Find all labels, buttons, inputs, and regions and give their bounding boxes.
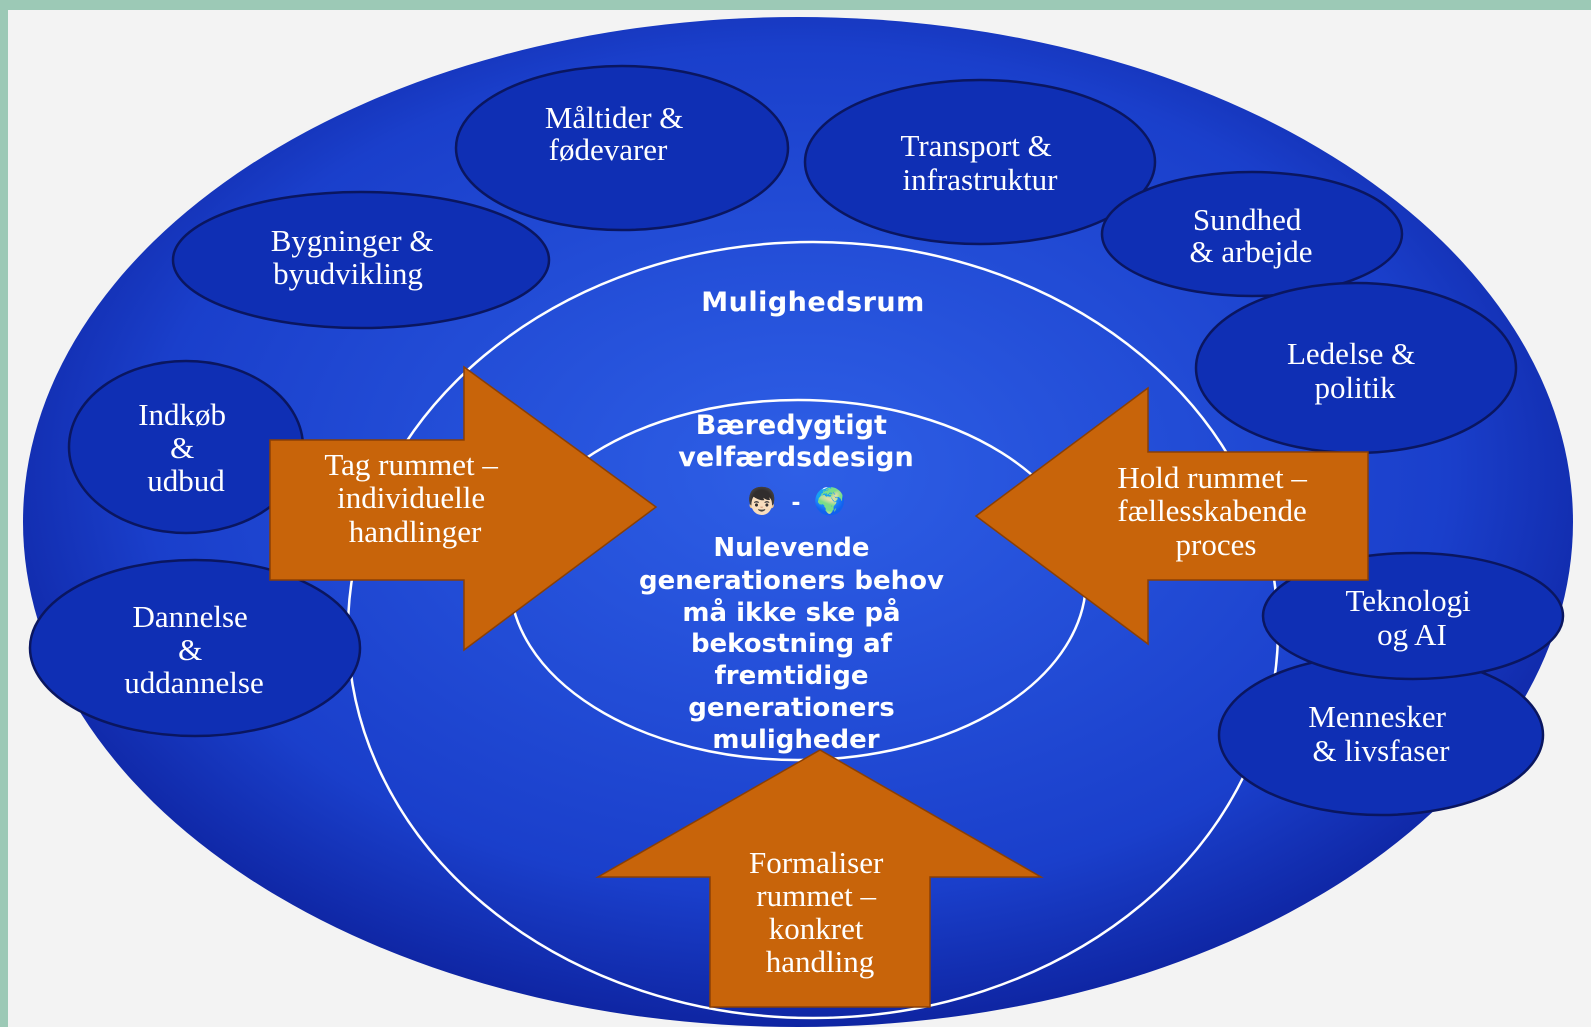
- arrow-text: fællesskabende: [1117, 493, 1306, 528]
- diagram-canvas: Mulighedsrum Bæredygtigt velfærdsdesign …: [8, 10, 1591, 1027]
- topic-bubble-dannelse: Dannelse & uddannelse: [28, 558, 362, 738]
- svg-text:Sundhed & arbejde: Sundhed & arbejde: [1189, 202, 1312, 269]
- arrow-text: handling: [766, 944, 875, 979]
- topic-bubble-text: politik: [1315, 370, 1396, 405]
- person-icon: 👦🏻: [746, 486, 778, 516]
- arrow-formaliser-rummet: Formaliser rummet – konkret handling: [595, 749, 1044, 1008]
- svg-text:Hold rummet – fællesskab: Hold rummet – fællesskabende proces: [1117, 460, 1314, 562]
- center-title-line: velfærdsdesign: [678, 442, 913, 473]
- topic-bubble-text: uddannelse: [124, 665, 263, 700]
- topic-bubble-mennesker: Mennesker & livsfaser: [1217, 653, 1545, 817]
- center-body-line: fremtidige: [714, 661, 868, 691]
- arrow-text: handlinger: [349, 514, 482, 549]
- arrow-text: rummet –: [756, 878, 876, 913]
- arrow-text: Formaliser: [749, 845, 884, 880]
- topic-bubble-text: & livsfaser: [1313, 733, 1451, 768]
- topic-bubble-text: Måltider &: [545, 100, 684, 135]
- arrow-text: individuelle: [337, 480, 485, 515]
- svg-text:Måltider & fødevarer: Måltider & fødevarer: [545, 100, 691, 167]
- svg-text:Ledelse & politik: Ledelse & politik: [1287, 336, 1423, 405]
- topic-bubble-text: Indkøb: [138, 397, 226, 432]
- topic-bubble-bygninger: Bygninger & byudvikling: [171, 190, 551, 330]
- svg-text:Formaliser rummet –: Formaliser rummet – konkret handling: [749, 845, 891, 979]
- sustainability-diagram: Mulighedsrum Bæredygtigt velfærdsdesign …: [23, 17, 1573, 1027]
- topic-bubble-text: byudvikling: [273, 256, 423, 291]
- topic-bubble-indkoeb: Indkøb & udbud: [67, 359, 305, 535]
- globe-icon: 🌍: [814, 486, 846, 516]
- topic-bubble-text: Bygninger &: [271, 223, 434, 258]
- topic-bubble-text: Mennesker: [1308, 699, 1446, 734]
- emoji-separator: -: [791, 491, 800, 516]
- arrow-tag-rummet: Tag rummet – individuelle handlinger: [269, 365, 658, 652]
- arrow-text: Hold rummet –: [1117, 460, 1307, 495]
- topic-bubble-transport: Transport & infrastruktur: [803, 78, 1157, 246]
- topic-bubble-sundhed: Sundhed & arbejde: [1100, 170, 1404, 298]
- svg-text:Tag rummet – individuell: Tag rummet – individuelle handlinger: [324, 447, 505, 549]
- svg-text:Teknologi og AI: Teknologi og AI: [1345, 583, 1478, 652]
- svg-text:Indkøb & udbud: Indkøb & udbud: [138, 397, 234, 498]
- svg-text:Transport & infrastruktu: Transport & infrastruktur: [900, 128, 1059, 197]
- topic-bubble-text: &: [170, 430, 194, 465]
- topic-bubble-text: Dannelse: [132, 599, 247, 634]
- center-body-line: bekostning af: [691, 629, 893, 659]
- topic-bubble-teknologi: Teknologi og AI: [1261, 551, 1565, 681]
- center-body-line: Nulevende: [713, 533, 869, 563]
- opportunity-ring-label: Mulighedsrum: [701, 287, 925, 318]
- svg-text:Dannelse & uddanne: Dannelse & uddannelse: [124, 599, 263, 700]
- topic-bubble-text: & arbejde: [1189, 234, 1312, 269]
- center-body-line: generationers behov: [639, 566, 944, 596]
- arrow-hold-rummet: Hold rummet – fællesskabende proces: [974, 386, 1369, 646]
- topic-bubble-text: fødevarer: [549, 132, 668, 167]
- arrow-text: proces: [1176, 527, 1257, 562]
- topic-bubble-text: Ledelse &: [1287, 336, 1415, 371]
- arrow-text: konkret: [769, 911, 864, 946]
- topic-bubble-text: Teknologi: [1345, 583, 1471, 618]
- topic-bubble-text: Sundhed: [1193, 202, 1302, 237]
- topic-bubble-text: og AI: [1377, 617, 1447, 652]
- topic-bubble-text: udbud: [147, 463, 225, 498]
- arrow-text: Tag rummet –: [324, 447, 498, 482]
- svg-text:Bygninger & byudvikling: Bygninger & byudvikling: [271, 223, 442, 291]
- center-body-line: muligheder: [712, 725, 879, 755]
- svg-text:Mennesker & livsfaser: Mennesker & livsfaser: [1308, 699, 1453, 768]
- topic-bubble-text: Transport &: [900, 128, 1051, 163]
- center-body: Nulevende generationers behov må ikke sk…: [639, 533, 953, 755]
- topic-bubble-ledelse: Ledelse & politik: [1194, 281, 1518, 455]
- topic-bubble-text: &: [178, 632, 202, 667]
- topic-bubble-text: infrastruktur: [903, 162, 1059, 197]
- center-title-line: Bæredygtigt: [696, 410, 887, 441]
- center-body-line: må ikke ske på: [682, 596, 900, 628]
- center-body-line: generationers: [688, 693, 894, 723]
- topic-bubble-maaltider: Måltider & fødevarer: [454, 64, 790, 232]
- center-title: Bæredygtigt velfærdsdesign: [678, 410, 913, 473]
